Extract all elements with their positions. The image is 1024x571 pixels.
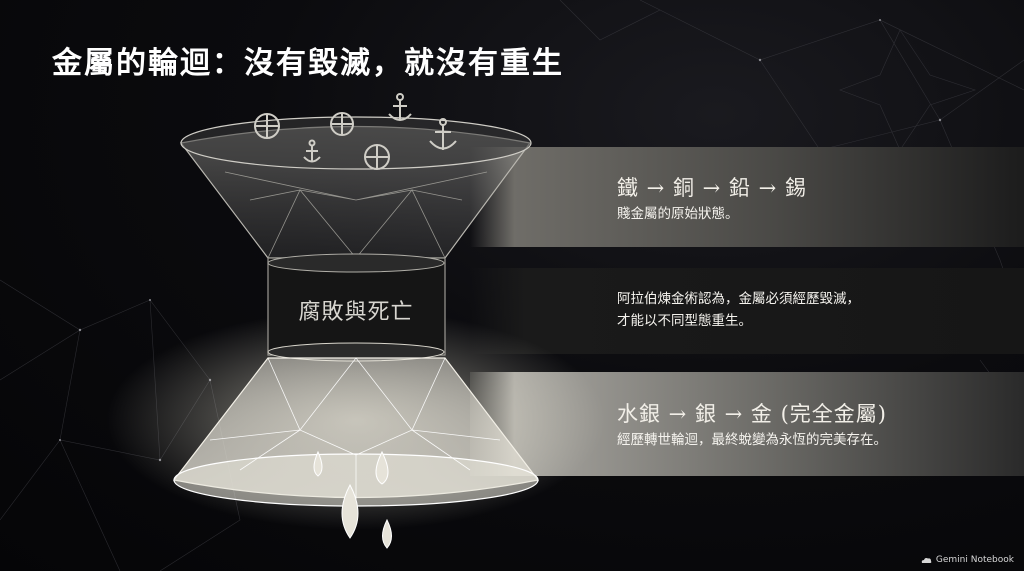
circled-cross-icon — [364, 144, 390, 170]
anchor-icon — [429, 118, 457, 150]
circled-cross-icon — [330, 112, 354, 136]
center-label: 腐敗與死亡 — [298, 300, 414, 325]
anchor-icon — [303, 139, 321, 163]
drop-icon — [341, 483, 359, 539]
stage-band-2 — [470, 268, 1024, 354]
stage-band-1 — [470, 147, 1024, 247]
neck-top — [267, 253, 445, 273]
drop-icon — [313, 450, 323, 477]
top-rim — [180, 116, 532, 170]
drop-icon — [382, 518, 392, 549]
circled-cross-icon — [254, 113, 280, 139]
drop-icon — [375, 450, 389, 485]
anchor-icon — [388, 93, 412, 121]
stage-1-desc: 賤金屬的原始狀態。 — [617, 206, 739, 222]
stage-3-heading: 水銀 → 銀 → 金 (完全金屬) — [617, 402, 887, 426]
stage-1-heading: 鐵 → 銅 → 鉛 → 錫 — [617, 176, 807, 200]
slide-title: 金屬的輪迴：沒有毀滅，就沒有重生 — [52, 46, 564, 81]
brand-name: Gemini Notebook — [935, 555, 1014, 565]
stage-3-desc: 經歷轉世輪迴，最終蛻變為永恆的完美存在。 — [617, 432, 887, 448]
brand-watermark: Gemini Notebook — [921, 555, 1014, 565]
stage-2-desc-line-1: 阿拉伯煉金術認為，金屬必須經歷毀滅， — [617, 291, 860, 307]
cloud-icon — [921, 557, 932, 563]
stage-2-desc-line-2: 才能以不同型態重生。 — [617, 313, 752, 329]
